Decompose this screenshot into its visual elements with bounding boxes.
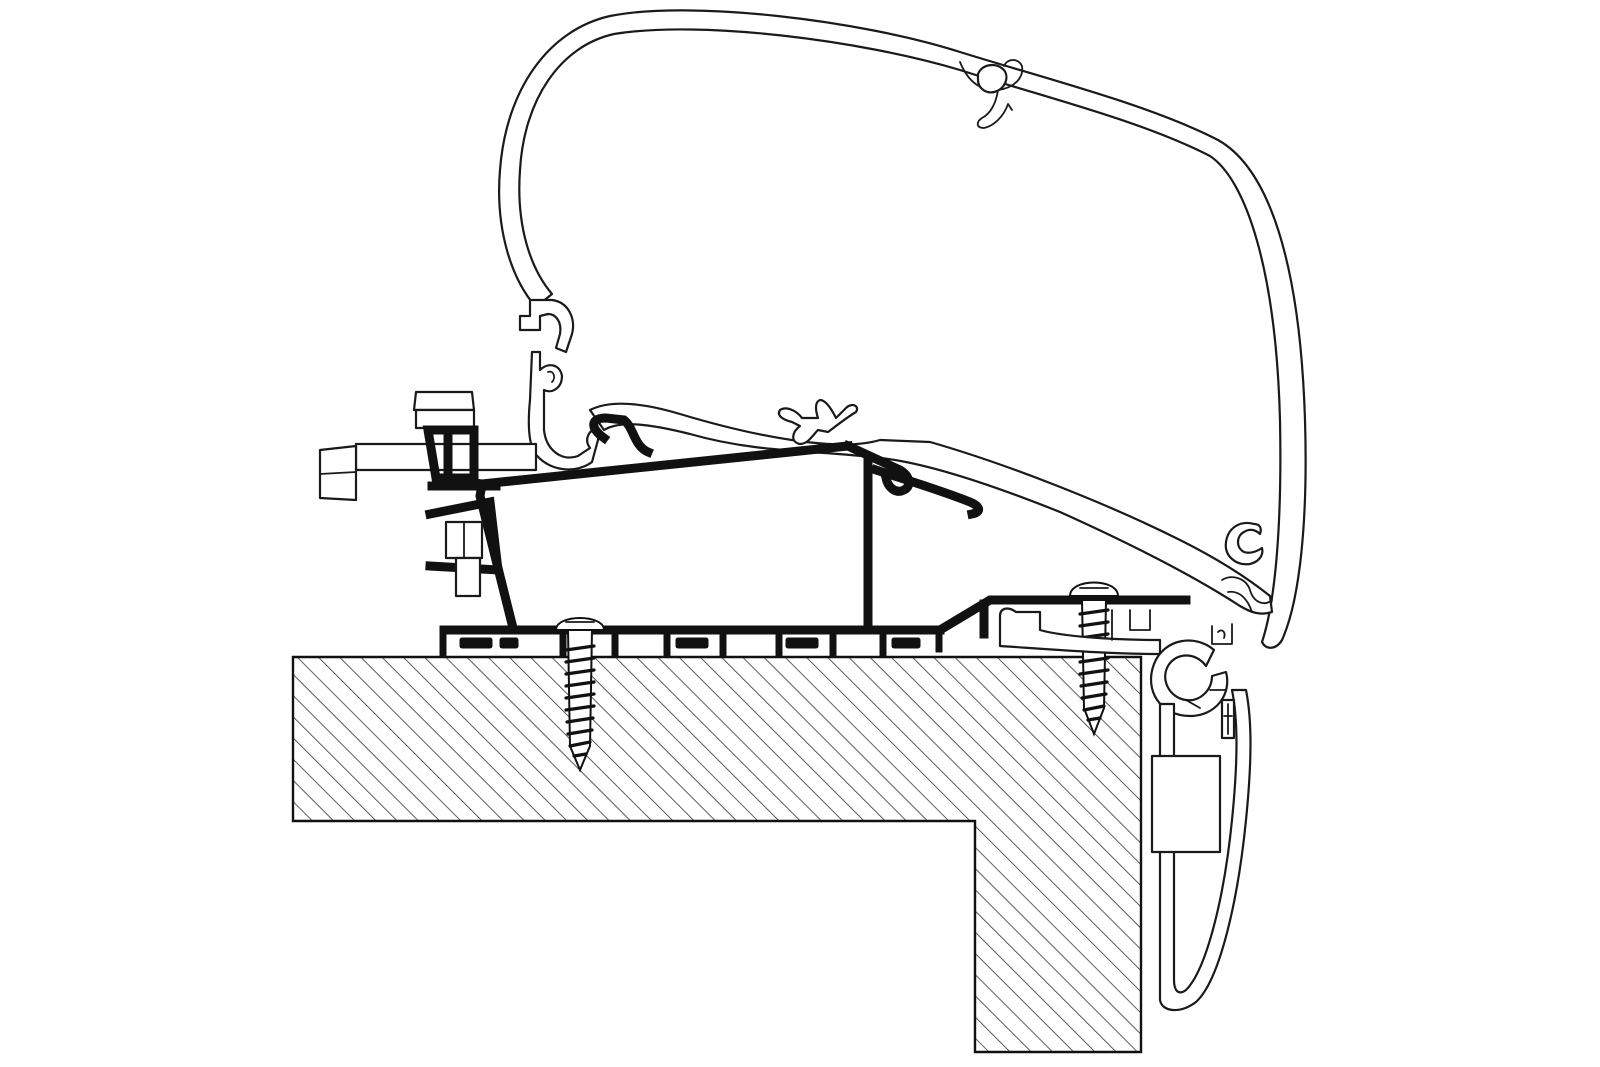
- cassette-lower-arm: [588, 398, 1274, 615]
- adapter-rail-profile: [439, 413, 1191, 657]
- hatched-wall-section: [291, 655, 1143, 1054]
- wall-end-profile: [998, 607, 1252, 1012]
- screw-thread: [564, 644, 596, 758]
- awning-cassette-profile: [498, 9, 1307, 649]
- base-plate-teeth: [439, 629, 943, 657]
- hex-bolt-assembly: [318, 390, 538, 598]
- wood-screw: [554, 617, 606, 773]
